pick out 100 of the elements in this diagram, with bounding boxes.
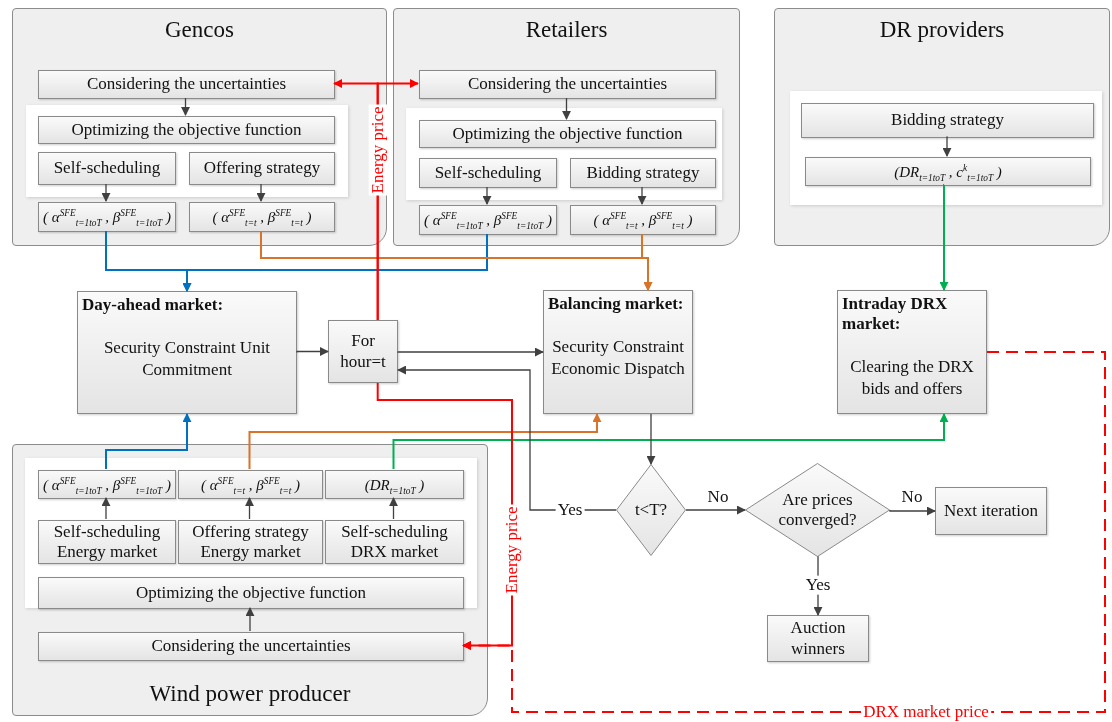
formula-box [178,470,323,499]
process-box [801,103,1094,138]
formula-box [38,470,176,499]
step-text: Self-scheduling [53,158,161,179]
edge-label: Energy price [368,104,388,196]
process-box [325,520,464,564]
agent-panel [12,444,488,716]
process-box [38,520,176,564]
process-box [767,615,869,662]
step-text: Optimizing the objective function [136,582,366,604]
market-box [77,291,297,414]
formula-text: ( α$^{SFE}$$_{t=t}$ , β$^{SFE}$$_{t=t}$ ) [593,211,693,229]
formula-box [38,202,176,232]
dashed-arrow [462,351,1106,713]
market-heading: Day-ahead market: [82,295,225,315]
step-text: Self-scheduling Energy market [52,521,162,563]
arrow [181,97,190,116]
arrow [182,233,488,292]
arrow [397,347,544,357]
process-box [570,158,716,188]
arrow [101,497,111,520]
step-text: Self-scheduling DRX market [340,521,449,563]
decision-text: t<T? [634,499,668,521]
formula-text: ( α$^{SFE}$$_{t=t}$ , β$^{SFE}$$_{t=t}$ ) [200,475,300,494]
step-text: Optimizing the objective function [452,123,683,145]
step-text: Offering strategy Energy market [191,521,310,563]
process-box [189,152,335,185]
arrow [389,497,398,520]
inner-panel [25,458,477,608]
process-box [419,120,716,148]
agent-panel [774,8,1110,246]
market-description: Security Constraint Unit Commitment [102,337,272,382]
process-box [38,577,464,609]
arrow [101,183,111,202]
process-box [935,487,1047,535]
panel-title: Retailers [524,17,609,43]
step-text: Considering the uncertainties [86,74,287,95]
edge-label: Yes [803,575,833,595]
formula-box [325,470,464,499]
arrow [637,186,647,205]
formula-box [419,205,557,235]
formula-text: (DR$_{t=1toT}$ ) [364,475,425,494]
step-text: Next iteration [944,500,1038,522]
process-box [419,70,716,99]
panel-title: DR providers [878,17,1006,43]
arrow [562,97,571,120]
arrow [646,413,656,465]
market-heading: Balancing market: [548,294,685,314]
arrow [942,136,952,157]
market-heading: Intraday DRX market: [842,294,949,334]
inner-panel [406,108,722,200]
step-text: Considering the uncertainties [467,74,668,95]
formula-box [805,157,1091,186]
process-box [38,152,176,185]
inner-panel [26,105,348,197]
formula-box [570,205,716,235]
decision-diamond [745,463,890,557]
formula-box [189,202,335,232]
step-text: Offering strategy [203,158,321,179]
arrow [296,347,329,356]
arrow [392,413,949,470]
step-text: For hour=t [339,331,387,372]
step-text: Self-scheduling [434,162,542,184]
inner-panel [790,91,1102,205]
arrow [889,506,936,516]
market-box [543,290,693,414]
arrow [685,505,746,515]
process-box [38,70,335,99]
edge-label: DRX market price [861,702,991,722]
arrow [248,413,602,470]
process-box [419,158,557,188]
process-box [38,632,464,661]
arrow [245,497,254,520]
process-box [38,116,335,144]
formula-text: (DR$_{t=1toT}$ , c$^{k}$$_{t=1toT}$ ) [894,162,1002,181]
market-description: Clearing the DRX bids and offers [849,356,975,401]
decision-diamond [616,464,686,556]
formula-text: ( α$^{SFE}$$_{t=t}$ , β$^{SFE}$$_{t=t}$ ) [212,208,312,226]
step-text: Optimizing the objective function [71,119,302,141]
panel-title: Gencos [164,17,235,43]
arrow [245,607,255,632]
market-description: Security Constraint Economic Dispatch [550,336,686,381]
panel-title: Wind power producer [148,681,352,707]
formula-text: ( α$^{SFE}$$_{t=1toT}$ , β$^{SFE}$$_{t=1toT}$ ) [43,475,171,494]
arrow [397,365,617,511]
market-box [837,290,987,414]
arrow [641,233,653,291]
step-text: Bidding strategy [586,162,700,184]
arrow [482,186,492,205]
process-box [328,320,398,383]
arrow [105,413,192,470]
agent-panel [12,8,387,246]
arrow [939,184,949,291]
step-text: Considering the uncertainties [151,636,351,657]
step-text: Auction winners [789,618,847,659]
step-text: Bidding strategy [891,110,1004,131]
agent-panel [393,8,740,246]
formula-text: ( α$^{SFE}$$_{t=1toT}$ , β$^{SFE}$$_{t=1toT}$ ) [43,208,171,226]
arrow [256,183,266,202]
formula-text: ( α$^{SFE}$$_{t=1toT}$ , β$^{SFE}$$_{t=1toT}$ ) [424,211,552,229]
